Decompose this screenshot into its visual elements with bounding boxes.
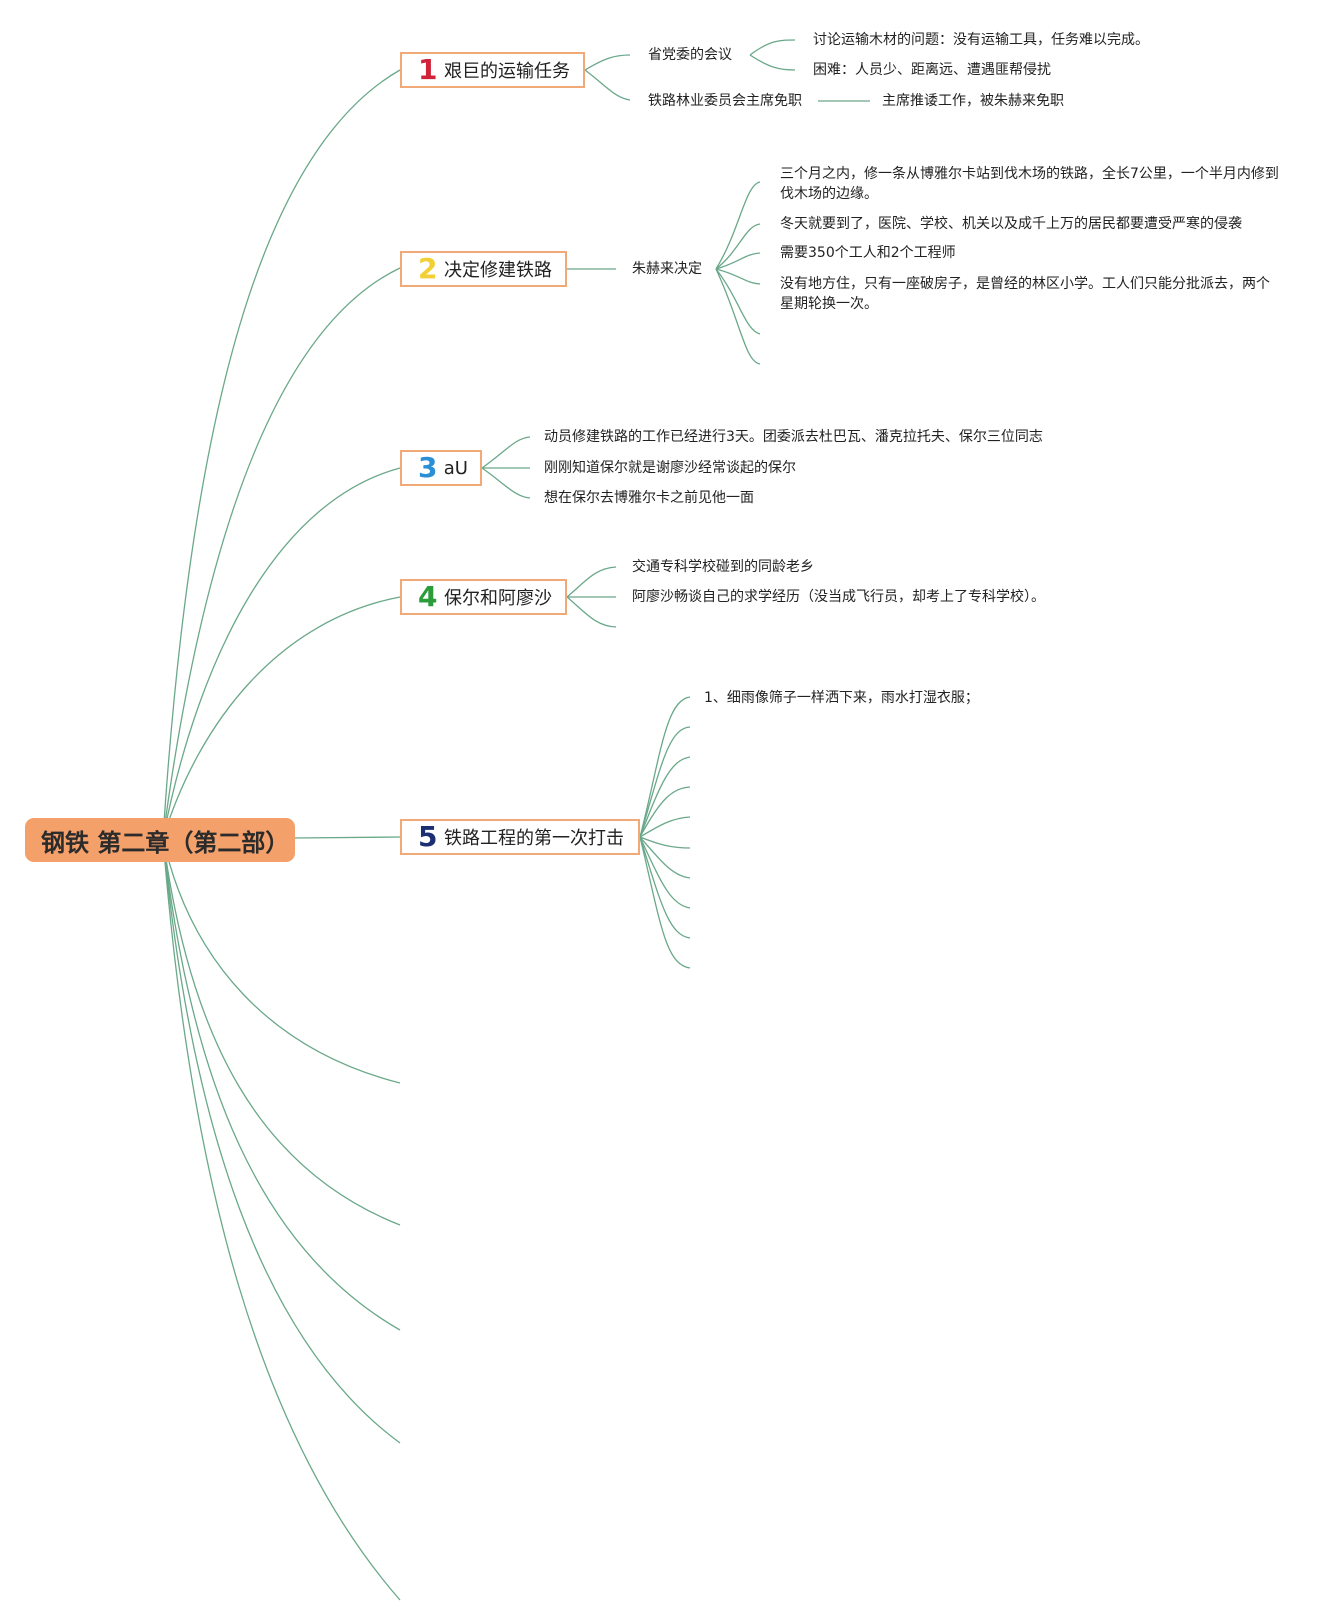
b4-item-1[interactable]: 交通专科学校碰到的同龄老乡 <box>632 559 814 575</box>
branch-4-number: 4 <box>418 580 438 613</box>
b3-item-2[interactable]: 刚刚知道保尔就是谢廖沙经常谈起的保尔 <box>544 460 796 476</box>
branch-4-label: 保尔和阿廖沙 <box>444 588 552 609</box>
link-root-empty-1 <box>162 837 401 1084</box>
branch-3-number: 3 <box>418 451 438 484</box>
branch-2-number: 2 <box>418 252 438 285</box>
branch-1-label: 艰巨的运输任务 <box>444 61 570 82</box>
root-node[interactable]: 钢铁 第二章（第二部） <box>25 818 295 862</box>
link-root-b1 <box>162 69 401 839</box>
b3-item-3[interactable]: 想在保尔去博雅尔卡之前见他一面 <box>544 490 754 506</box>
link-root-b2 <box>162 267 401 839</box>
b1-meeting-item-2[interactable]: 困难：人员少、距离远、遭遇匪帮侵扰 <box>813 62 1051 78</box>
branch-2-label: 决定修建铁路 <box>444 260 552 281</box>
link-root-empty-4 <box>162 837 401 1444</box>
branch-1[interactable]: 1 艰巨的运输任务 <box>400 52 585 88</box>
b2-decision[interactable]: 朱赫来决定 <box>632 261 702 277</box>
branch-2[interactable]: 2 决定修建铁路 <box>400 251 567 287</box>
link-root-empty-5 <box>162 837 401 1601</box>
branch-3[interactable]: 3 aU <box>400 450 482 486</box>
b1-dismissal-item[interactable]: 主席推诿工作，被朱赫来免职 <box>882 93 1064 109</box>
link-root-empty-3 <box>162 837 401 1331</box>
branch-1-number: 1 <box>418 53 438 86</box>
link-root-empty-2 <box>162 837 401 1226</box>
b2-item-1[interactable]: 三个月之内，修一条从博雅尔卡站到伐木场的铁路，全长7公里，一个半月内修到伐木场的… <box>780 166 1279 202</box>
branch-5[interactable]: 5 铁路工程的第一次打击 <box>400 819 640 855</box>
b2-item-3[interactable]: 需要350个工人和2个工程师 <box>780 245 956 261</box>
branch-5-number: 5 <box>418 820 438 853</box>
branch-5-label: 铁路工程的第一次打击 <box>444 828 624 849</box>
link-root-b4 <box>162 596 401 839</box>
b2-item-2[interactable]: 冬天就要到了，医院、学校、机关以及成千上万的居民都要遭受严寒的侵袭 <box>780 216 1242 232</box>
root-title: 钢铁 第二章（第二部） <box>41 828 290 857</box>
b3-item-1[interactable]: 动员修建铁路的工作已经进行3天。团委派去杜巴瓦、潘克拉托夫、保尔三位同志 <box>544 429 1043 445</box>
b1-meeting-item-1[interactable]: 讨论运输木材的问题：没有运输工具，任务难以完成。 <box>813 32 1149 48</box>
branch-4[interactable]: 4 保尔和阿廖沙 <box>400 579 567 615</box>
branch-3-label: aU <box>443 457 468 479</box>
b4-item-2[interactable]: 阿廖沙畅谈自己的求学经历（没当成飞行员，却考上了专科学校）。 <box>632 589 1045 605</box>
b2-item-4[interactable]: 没有地方住，只有一座破房子，是曾经的林区小学。工人们只能分批派去，两个星期轮换一… <box>780 276 1270 312</box>
link-root-b3 <box>162 467 401 839</box>
link-root-b5 <box>294 836 401 839</box>
b1-meeting[interactable]: 省党委的会议 <box>648 47 732 63</box>
b1-dismissal[interactable]: 铁路林业委员会主席免职 <box>648 93 802 109</box>
b5-item-1[interactable]: 1、细雨像筛子一样洒下来，雨水打湿衣服； <box>704 690 979 706</box>
